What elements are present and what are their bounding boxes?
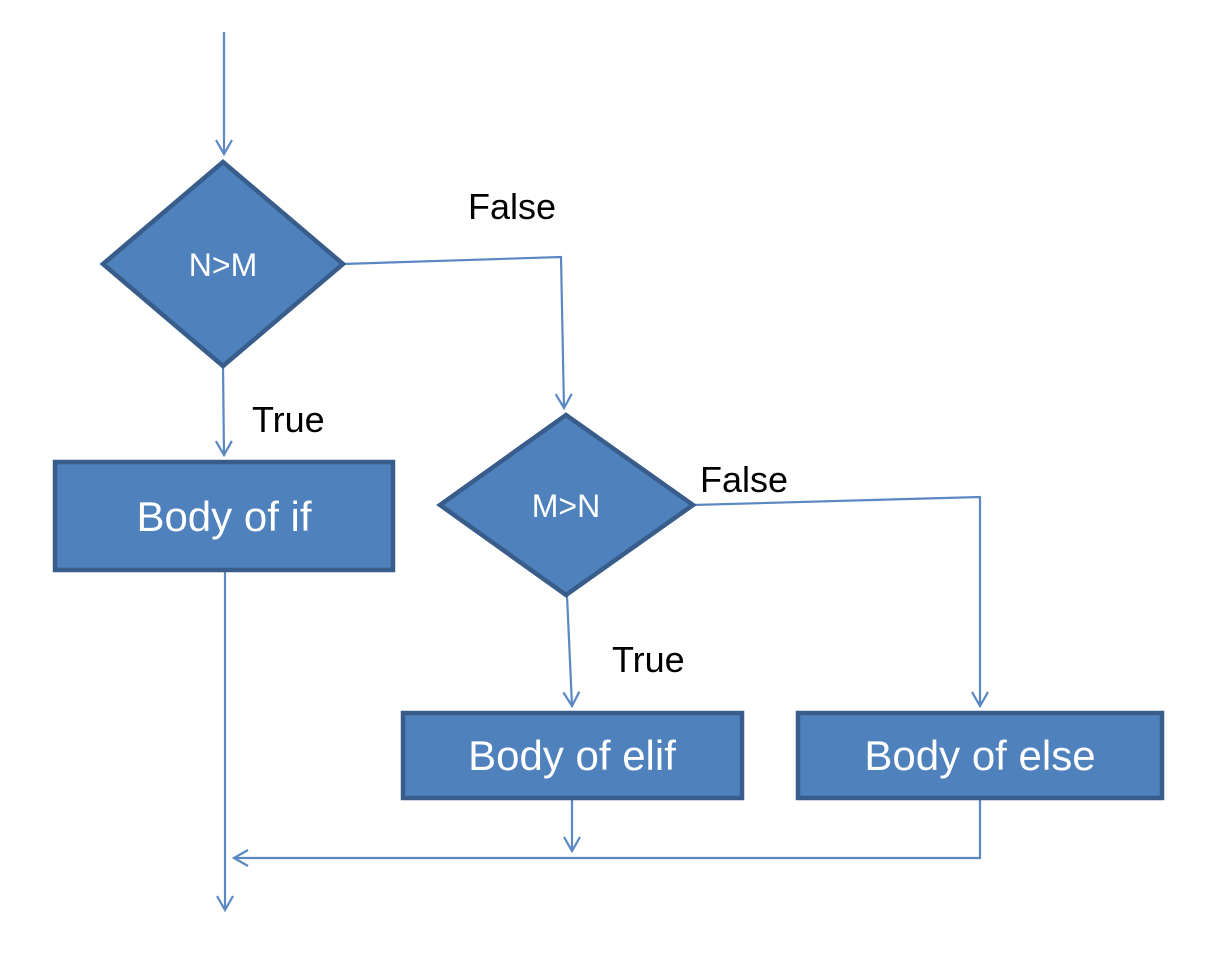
decision-if-label: N>M bbox=[189, 247, 257, 283]
body-else-label: Body of else bbox=[864, 732, 1095, 779]
decision-if-node bbox=[99, 159, 347, 369]
body-elif-node bbox=[400, 710, 745, 801]
connector-decision-if-true-to-body-if bbox=[214, 365, 233, 458]
body-if-label: Body of if bbox=[136, 493, 311, 540]
connector-body-else-to-merge bbox=[231, 798, 982, 867]
decision-elif-label: M>N bbox=[532, 488, 600, 524]
connector-decision-elif-true-to-body-elif bbox=[562, 594, 581, 709]
body-elif-label: Body of elif bbox=[468, 732, 676, 779]
connector-decision-elif-false-to-body-else bbox=[692, 495, 989, 709]
edge-label-elif-false: False bbox=[700, 459, 788, 500]
edge-label-if-false: False bbox=[468, 186, 556, 227]
edge-label-if-true: True bbox=[252, 399, 325, 440]
connector-decision-if-false-to-decision-elif bbox=[342, 255, 573, 411]
edge-label-elif-true: True bbox=[612, 639, 685, 680]
body-if-node bbox=[52, 459, 396, 573]
decision-elif-node bbox=[436, 412, 697, 598]
body-else-node bbox=[795, 710, 1165, 801]
